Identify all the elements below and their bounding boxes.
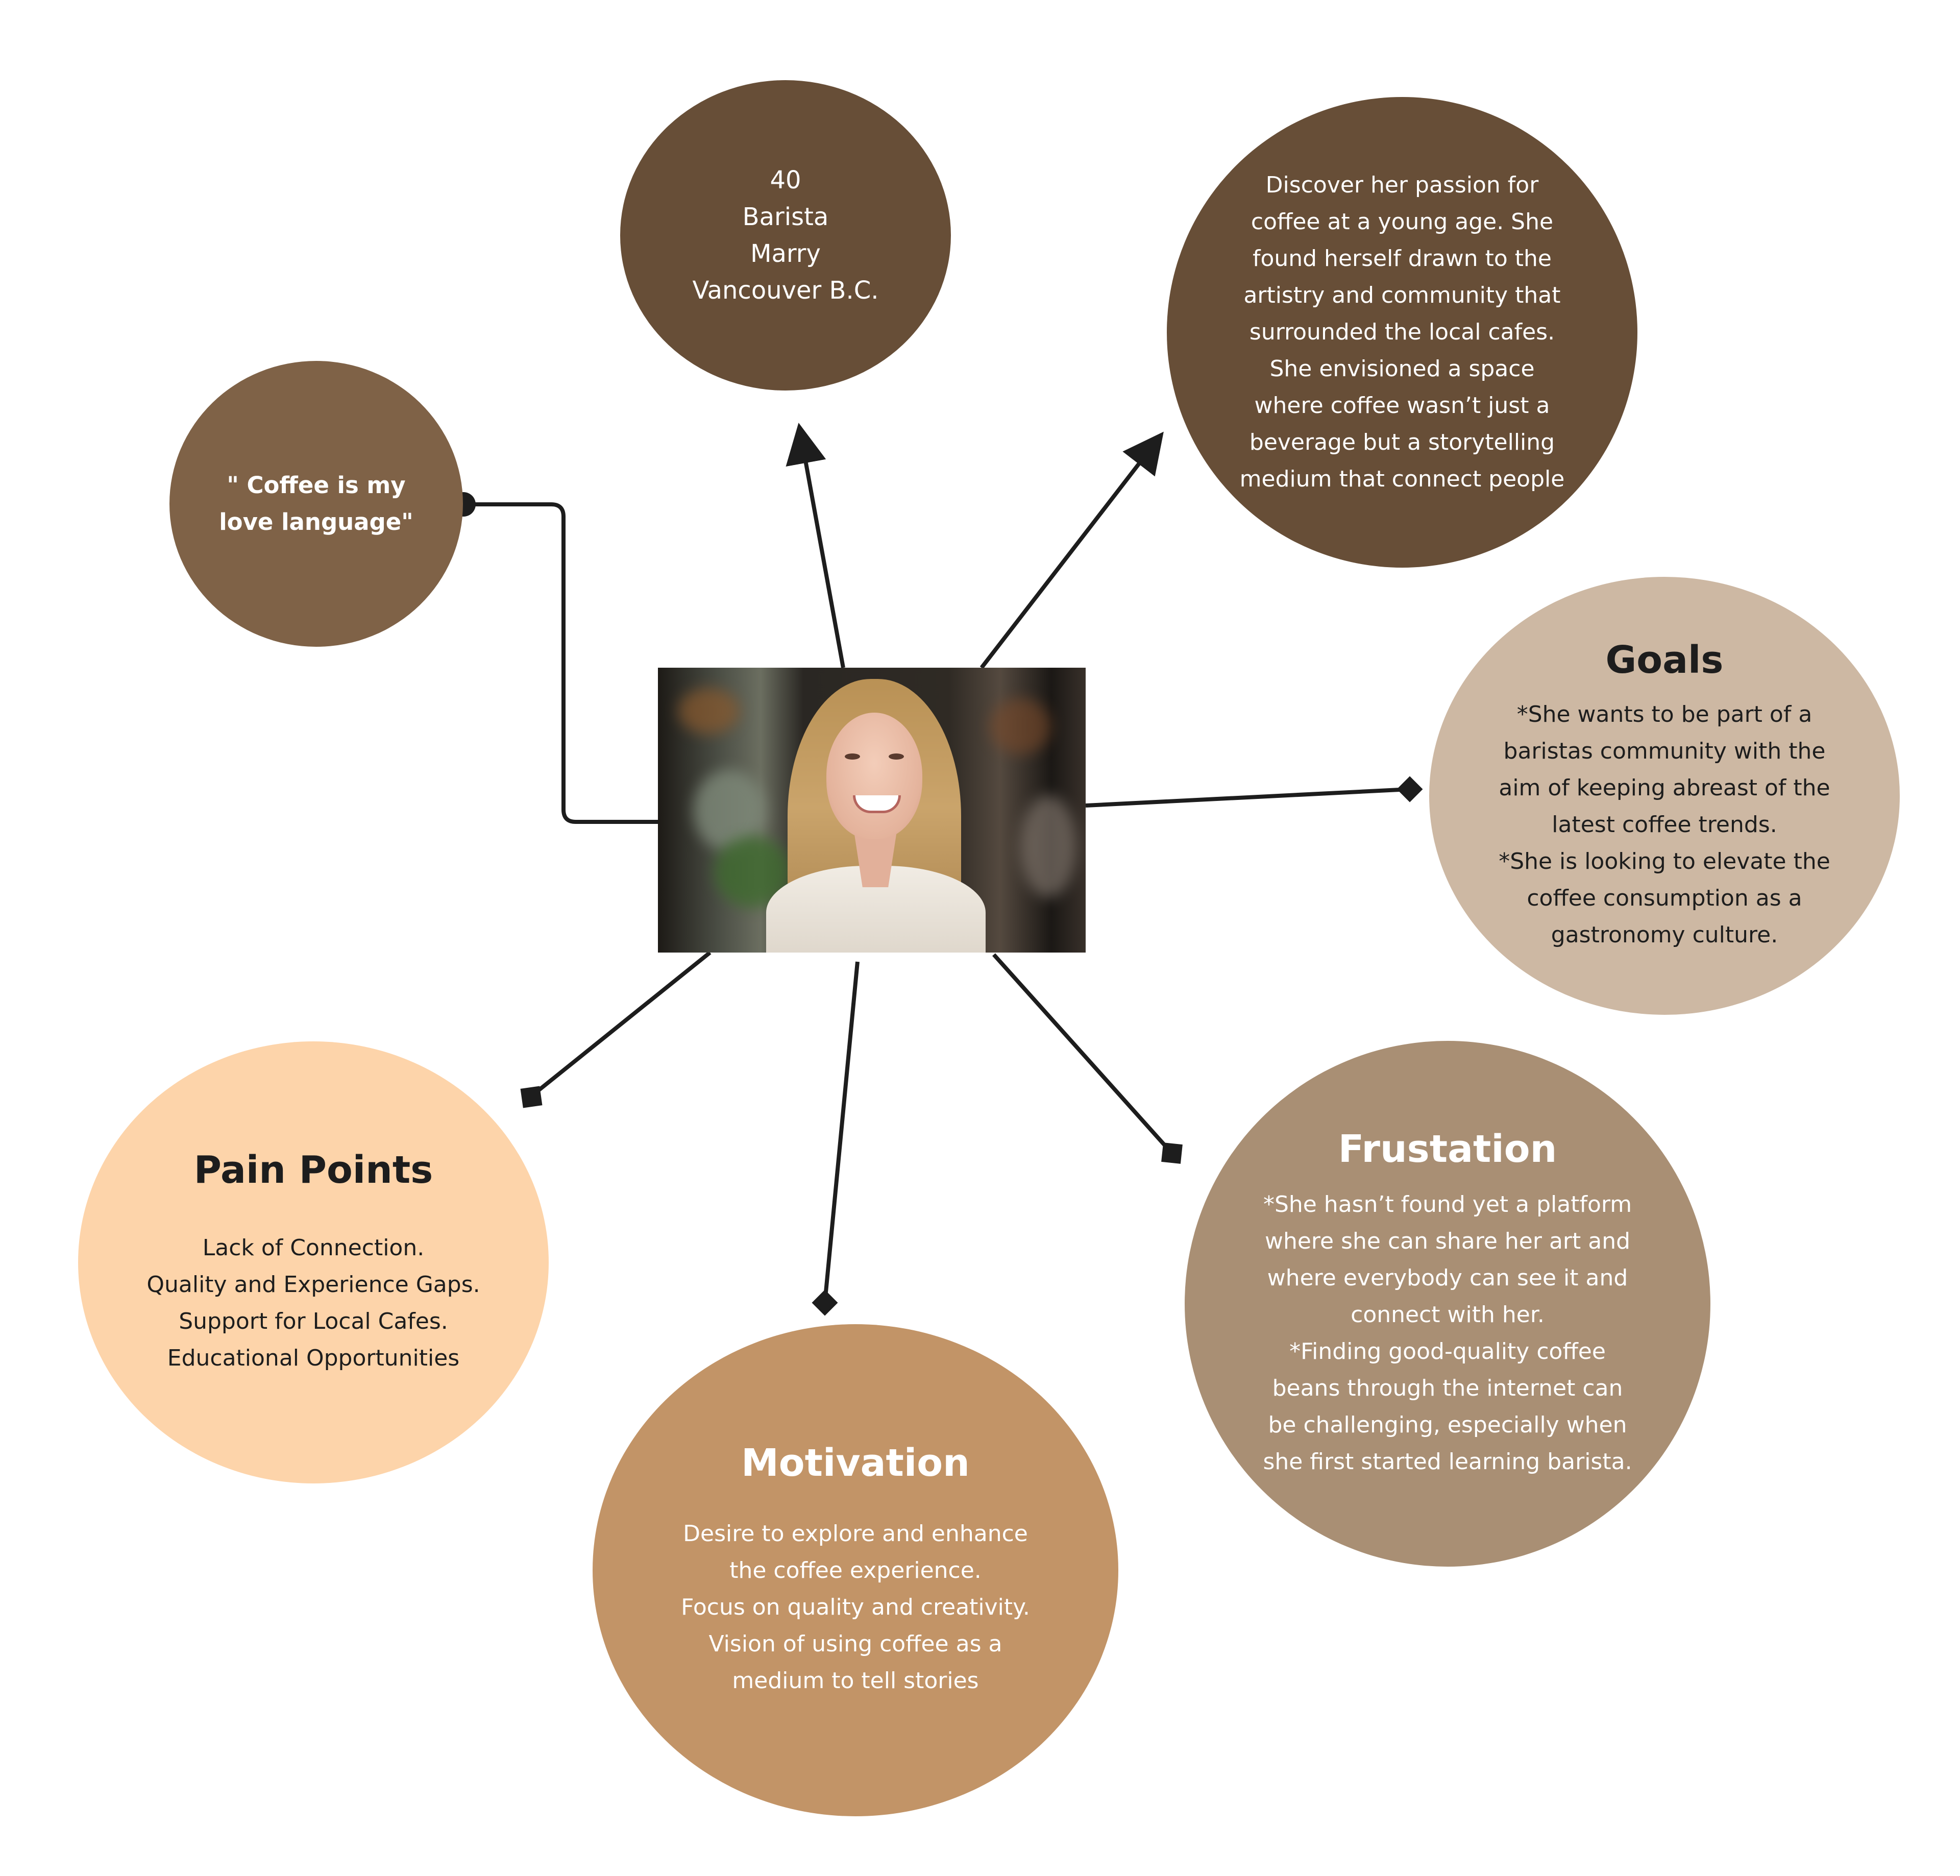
motivation-text: Desire to explore and enhance the coffee…	[681, 1521, 1030, 1694]
quote-circle: " Coffee is my love language"	[169, 361, 463, 647]
pain-points-title: Pain Points	[193, 1148, 433, 1192]
connector-quote	[463, 502, 658, 824]
photo-bokeh	[1020, 795, 1076, 897]
goals-text: *She wants to be part of a baristas comm…	[1499, 701, 1830, 948]
connector-motivation	[823, 961, 860, 1303]
quote-text: " Coffee is my love language"	[219, 472, 413, 535]
motivation-circle: Motivation Desire to explore and enhance…	[593, 1324, 1118, 1816]
photo-neck	[854, 831, 897, 887]
goals-title: Goals	[1605, 638, 1724, 682]
connector-frustation-square	[1161, 1142, 1183, 1164]
goals-circle: Goals *She wants to be part of a barista…	[1429, 577, 1900, 1015]
connector-story	[979, 431, 1164, 669]
background-story-text: Discover her passion for coffee at a you…	[1239, 172, 1565, 492]
connector-bio	[786, 423, 845, 668]
connector-goals-diamond	[1396, 776, 1423, 802]
persona-photo	[658, 668, 1086, 953]
connector-frustation	[992, 953, 1173, 1154]
bio-text: 40 Barista Marry Vancouver B.C.	[692, 166, 879, 305]
connector-goals	[1085, 787, 1410, 808]
frustation-title: Frustation	[1338, 1127, 1557, 1171]
photo-bokeh	[678, 688, 740, 734]
bio-circle: 40 Barista Marry Vancouver B.C.	[620, 80, 951, 391]
photo-eye	[889, 753, 904, 760]
pain-points-text: Lack of Connection. Quality and Experien…	[146, 1235, 480, 1371]
connector-motivation-diamond	[812, 1289, 838, 1316]
connector-pain-square	[520, 1086, 543, 1108]
frustation-text: *She hasn’t found yet a platform where s…	[1263, 1191, 1632, 1475]
frustation-circle: Frustation *She hasn’t found yet a platf…	[1185, 1041, 1710, 1567]
pain-points-circle: Pain Points Lack of Connection. Quality …	[78, 1041, 549, 1483]
background-story-circle: Discover her passion for coffee at a you…	[1167, 97, 1637, 568]
photo-eye	[845, 753, 860, 760]
photo-bokeh	[990, 698, 1051, 754]
connector-pain	[529, 951, 712, 1099]
motivation-title: Motivation	[741, 1441, 970, 1485]
photo-face	[826, 713, 922, 839]
